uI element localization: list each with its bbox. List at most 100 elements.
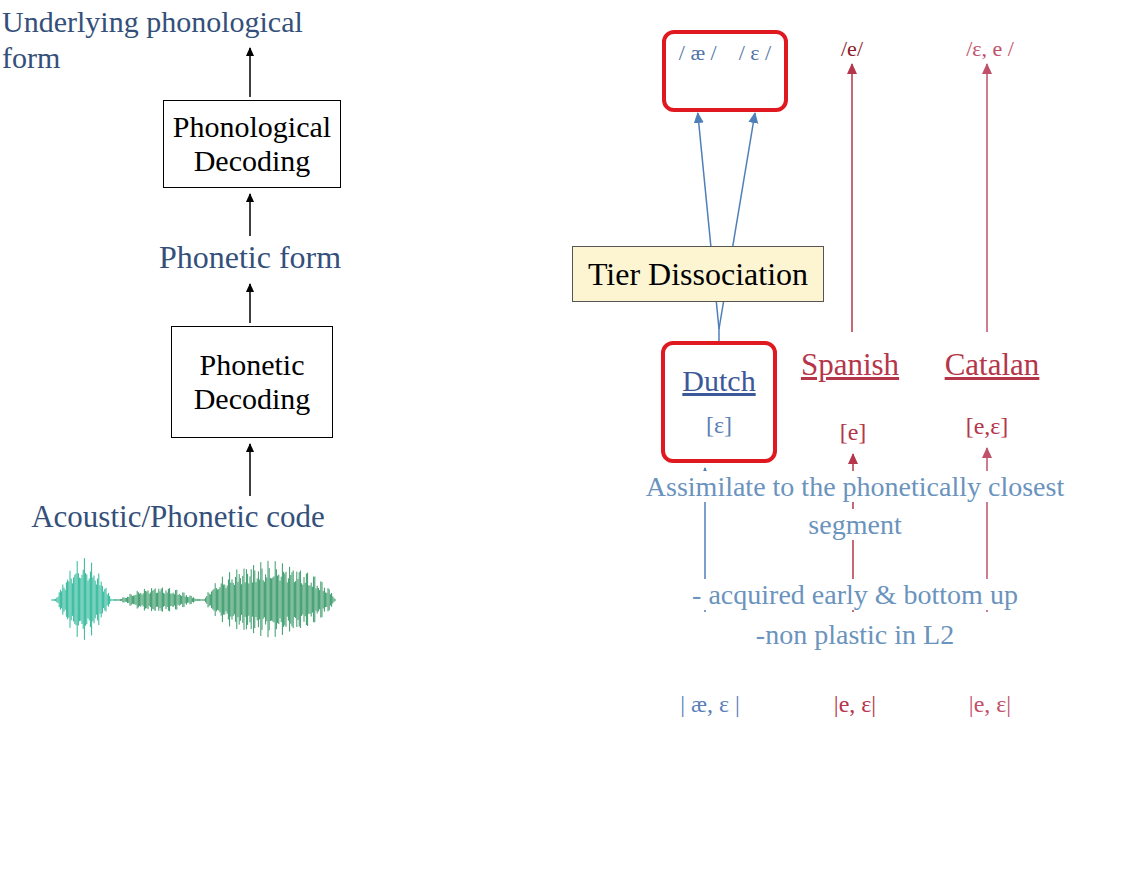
waveform-sample xyxy=(288,578,289,620)
waveform-sample xyxy=(97,579,98,621)
waveform-sample xyxy=(210,594,211,605)
node-text: / æ / xyxy=(679,40,717,65)
waveform-sample xyxy=(150,593,151,608)
phone-label-text: [e] xyxy=(840,419,867,445)
waveform-sample xyxy=(125,598,126,602)
waveform-sample xyxy=(198,599,199,601)
note-text: -non plastic in L2 xyxy=(640,618,1070,652)
phone-label-text: [e,ɛ] xyxy=(966,413,1009,439)
waveform-sample xyxy=(274,576,275,622)
waveform-sample xyxy=(174,594,175,605)
waveform-sample xyxy=(224,585,225,615)
node-text: Dutch xyxy=(682,364,755,399)
waveform-sample xyxy=(133,596,134,605)
waveform-sample xyxy=(269,568,270,630)
process-box: Phonological Decoding xyxy=(163,100,341,188)
waveform-sample xyxy=(220,587,221,612)
waveform-sample xyxy=(170,594,171,607)
waveform-sample xyxy=(282,563,283,635)
waveform-sample xyxy=(234,585,235,614)
waveform-sample xyxy=(142,595,143,606)
waveform-sample xyxy=(209,594,210,607)
waveform-sample xyxy=(252,582,253,616)
waveform-sample xyxy=(191,596,192,604)
waveform-sample xyxy=(199,599,200,601)
waveform-sample xyxy=(154,590,155,610)
level-arrow xyxy=(249,48,251,97)
waveform-sample xyxy=(270,578,271,621)
waveform-sample xyxy=(140,593,141,607)
waveform-sample xyxy=(232,579,233,619)
waveform-sample xyxy=(126,598,127,602)
waveform-sample xyxy=(276,569,277,629)
note-text-text: - acquired early & bottom up xyxy=(692,579,1018,610)
waveform-sample xyxy=(247,574,248,625)
phoneme-label: /ɛ, e / xyxy=(935,36,1045,62)
waveform-sample xyxy=(77,561,78,637)
waveform-sample xyxy=(62,585,63,615)
waveform-sample xyxy=(320,581,321,617)
waveform-sample xyxy=(78,573,79,625)
waveform-sample xyxy=(116,599,117,601)
waveform-sample xyxy=(151,588,152,611)
waveform-sample xyxy=(131,595,132,606)
waveform-sample xyxy=(326,593,327,607)
level-arrow xyxy=(249,284,251,323)
waveform-sample xyxy=(228,580,229,620)
waveform-sample xyxy=(104,589,105,611)
level-label: Phonetic form xyxy=(150,238,350,276)
waveform-sample xyxy=(246,569,247,629)
level-label-text: Phonetic form xyxy=(159,239,341,275)
waveform-sample xyxy=(266,577,267,621)
edge-layer xyxy=(698,113,755,341)
waveform-sample xyxy=(184,593,185,607)
waveform-sample xyxy=(167,593,168,607)
note-text-text: -non plastic in L2 xyxy=(756,619,954,650)
waveform-sample xyxy=(127,597,128,603)
waveform-sample xyxy=(107,594,108,605)
waveform-sample xyxy=(298,579,299,620)
waveform-sample xyxy=(186,595,187,605)
waveform-sample xyxy=(319,590,320,609)
phone-label: [e,ɛ] xyxy=(940,412,1034,441)
waveform-sample xyxy=(185,597,186,604)
waveform-sample xyxy=(134,595,135,604)
waveform-sample xyxy=(324,588,325,612)
waveform-sample xyxy=(70,571,71,628)
waveform-sample xyxy=(314,577,315,623)
waveform-sample xyxy=(179,594,180,606)
waveform-sample xyxy=(132,596,133,604)
spanish-upper-arrow xyxy=(851,64,853,332)
waveform-sample xyxy=(244,569,245,630)
highlight-box: / æ // ɛ / xyxy=(662,30,788,112)
waveform-sample xyxy=(278,575,279,625)
waveform-sample xyxy=(53,599,54,601)
waveform-sample xyxy=(95,581,96,619)
waveform-sample xyxy=(257,579,258,621)
waveform-sample xyxy=(218,589,219,611)
waveform-sample xyxy=(250,576,251,622)
waveform-sample xyxy=(101,582,102,618)
waveform-sample xyxy=(330,594,331,605)
waveform-sample xyxy=(119,599,120,601)
waveform-sample xyxy=(302,585,303,615)
waveform-sample xyxy=(121,599,122,601)
waveform-sample xyxy=(176,590,177,610)
waveform-sample xyxy=(240,578,241,621)
waveform-sample xyxy=(85,573,86,626)
phoneme-label-text: /ɛ, e / xyxy=(966,36,1014,61)
waveform-sample xyxy=(281,577,282,622)
waveform-sample xyxy=(284,574,285,626)
level-label: Acoustic/Phonetic code xyxy=(2,498,354,535)
waveform-sample xyxy=(108,593,109,607)
waveform-sample xyxy=(158,589,159,611)
waveform-sample xyxy=(56,598,57,603)
waveform-sample xyxy=(66,582,67,617)
waveform-sample xyxy=(59,592,60,607)
acoustic-label-text: | æ, ɛ | xyxy=(680,691,740,717)
language-label-text: Catalan xyxy=(945,347,1040,382)
waveform-sample xyxy=(272,578,273,622)
level-label: Underlying phonological form xyxy=(2,4,352,76)
